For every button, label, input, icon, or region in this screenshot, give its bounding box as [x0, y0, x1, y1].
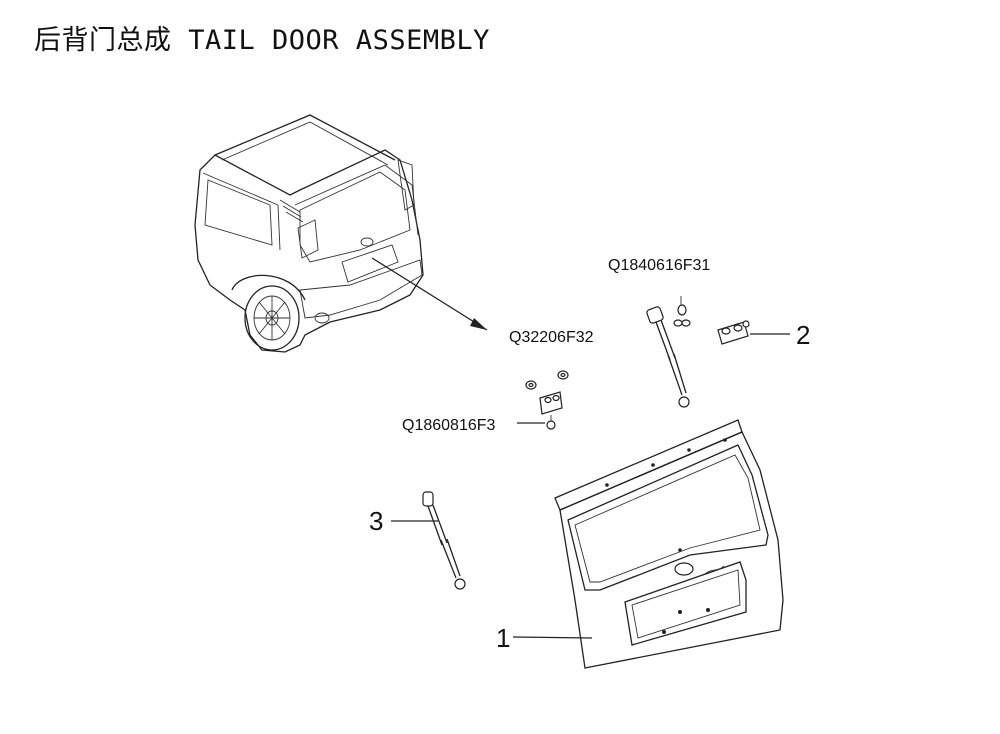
vehicle-illustration — [194, 114, 488, 353]
callout-3: 3 — [369, 506, 383, 536]
tail-door — [554, 419, 784, 669]
part-code-bolt-lower: Q1860816F3 — [402, 417, 496, 434]
part-code-bolt-upper: Q1840616F31 — [608, 257, 710, 274]
gas-strut-upper — [646, 296, 691, 408]
hinge-right — [717, 320, 750, 345]
gas-strut-lower — [422, 491, 466, 590]
part-code-washer: Q32206F32 — [509, 329, 594, 346]
callout-2: 2 — [796, 320, 810, 350]
leader-lines — [391, 333, 790, 639]
page-title: 后背门总成 TAIL DOOR ASSEMBLY — [34, 25, 490, 56]
hinge-left — [525, 370, 569, 430]
callout-1: 1 — [496, 623, 510, 653]
